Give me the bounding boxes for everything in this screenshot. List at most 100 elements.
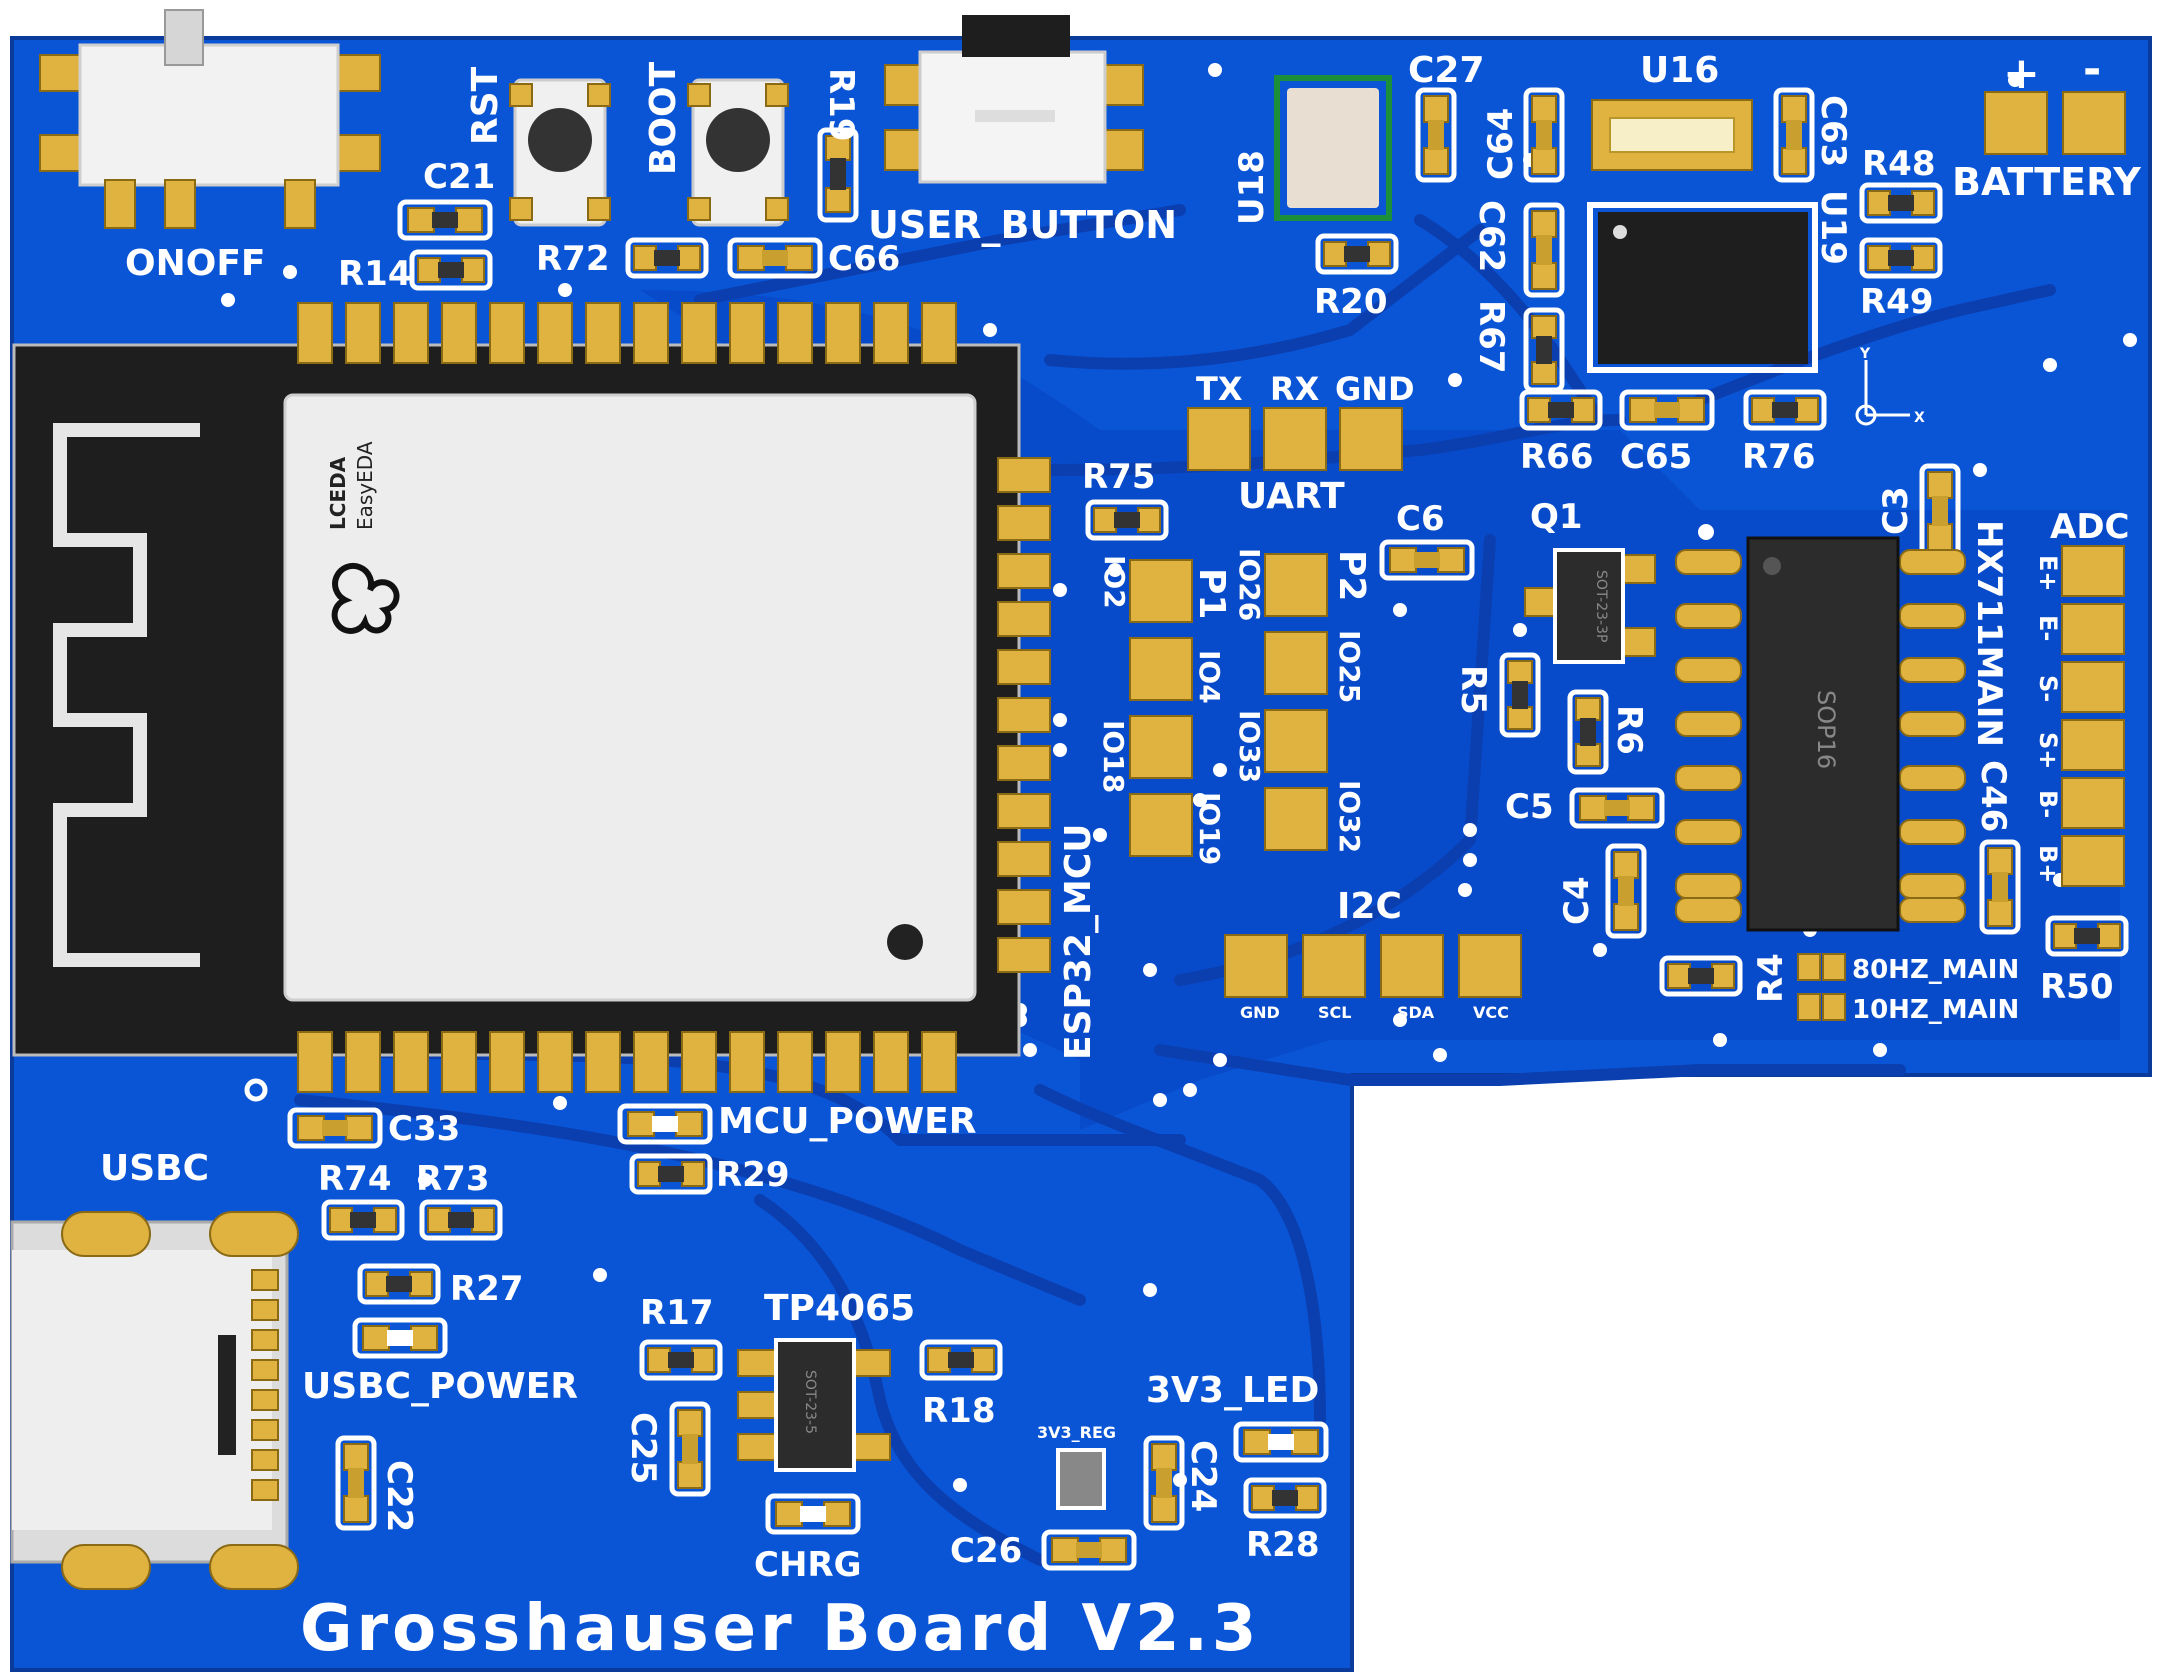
- vias: [221, 63, 2137, 1492]
- usbc-connector[interactable]: [10, 1211, 299, 1590]
- c6-label: C6: [1396, 499, 1445, 539]
- module-logo-line2: EasyEDA: [353, 441, 377, 530]
- r67-label: R67: [1471, 300, 1511, 374]
- passive-components: [287, 87, 2129, 1571]
- u18-component: [1274, 75, 1392, 221]
- esp32-module: [12, 302, 1051, 1093]
- r27-label: R27: [450, 1269, 524, 1309]
- io25-label: IO25: [1333, 630, 1366, 703]
- c65-label: C65: [1620, 437, 1692, 477]
- p1-header[interactable]: [1129, 559, 1193, 857]
- user-button[interactable]: [884, 15, 1144, 184]
- battery-plus-pad[interactable]: [1984, 91, 2048, 155]
- io4-label: IO4: [1193, 650, 1226, 704]
- module-logo-line1: LCEDA: [326, 456, 350, 530]
- u16-label: U16: [1640, 50, 1719, 91]
- io18-label: IO18: [1097, 720, 1130, 793]
- adc-header[interactable]: [2061, 545, 2125, 887]
- p1-label: P1: [1191, 568, 1232, 619]
- c4-label: C4: [1557, 876, 1597, 925]
- c21-label: C21: [423, 157, 495, 197]
- i2c-label: I2C: [1337, 886, 1402, 927]
- led3v3-label: 3V3_LED: [1146, 1370, 1319, 1411]
- tx-label: TX: [1196, 370, 1243, 408]
- r5-label: R5: [1453, 665, 1493, 715]
- battery-minus-pad[interactable]: [2062, 91, 2126, 155]
- sop16-label: SOP16: [1812, 690, 1840, 769]
- r50-label: R50: [2040, 967, 2114, 1007]
- i2c-sda-label: SDA: [1397, 1003, 1435, 1022]
- boot-button[interactable]: [687, 78, 789, 227]
- adc-b-plus-label: B+: [2034, 845, 2062, 883]
- c3-label: C3: [1876, 486, 1916, 535]
- gnd-label: GND: [1335, 370, 1415, 408]
- regulator-3v3: [1056, 1448, 1106, 1510]
- tp4065-chip: [737, 1338, 891, 1472]
- module-name-label: ESP32_MCU: [1058, 824, 1099, 1060]
- hx711-label: HX711MAIN: [1969, 520, 2009, 747]
- hx711-chip: [1675, 524, 1966, 932]
- r49-label: R49: [1860, 282, 1934, 322]
- user-button-label: USER_BUTTON: [868, 203, 1177, 247]
- hz10-label: 10HZ_MAIN: [1852, 995, 2019, 1025]
- uart-header[interactable]: [1187, 407, 1403, 471]
- uart-label: UART: [1238, 476, 1345, 517]
- c25-label: C25: [623, 1412, 663, 1484]
- battery-minus-label: -: [2083, 44, 2101, 95]
- c63-label: C63: [1813, 95, 1853, 167]
- i2c-vcc-label: VCC: [1473, 1003, 1509, 1022]
- c5-label: C5: [1505, 787, 1554, 827]
- c33-label: C33: [388, 1109, 460, 1149]
- battery-label: BATTERY: [1952, 160, 2141, 204]
- p2-header[interactable]: [1264, 553, 1328, 851]
- u19-label: U19: [1813, 190, 1853, 265]
- p2-label: P2: [1331, 550, 1372, 601]
- adc-s-minus-label: S-: [2034, 675, 2062, 702]
- io19-label: IO19: [1193, 792, 1226, 865]
- i2c-gnd-label: GND: [1240, 1003, 1280, 1022]
- onoff-label: ONOFF: [125, 243, 266, 284]
- antenna-trace: [53, 423, 200, 967]
- r20-label: R20: [1314, 282, 1388, 322]
- u16-crystal: [1591, 99, 1753, 171]
- io33-label: IO33: [1233, 710, 1266, 783]
- adc-label: ADC: [2050, 507, 2130, 547]
- hz80-label: 80HZ_MAIN: [1852, 955, 2019, 985]
- io2-label: IO2: [1098, 555, 1131, 609]
- rst-button[interactable]: [509, 78, 611, 227]
- r4-label: R4: [1751, 953, 1791, 1003]
- r18-label: R18: [922, 1391, 996, 1431]
- adc-s-plus-label: S+: [2034, 732, 2062, 769]
- axis-x-label: X: [1914, 410, 1925, 426]
- c26-label: C26: [950, 1531, 1022, 1571]
- u19-chip: [1587, 202, 1818, 373]
- r6-label: R6: [1609, 705, 1649, 755]
- r29-label: R29: [716, 1155, 790, 1195]
- fiducial-marker: [244, 1078, 268, 1102]
- usbc-power-label: USBC_POWER: [302, 1366, 578, 1407]
- onoff-switch[interactable]: [39, 9, 381, 229]
- i2c-header[interactable]: [1224, 934, 1522, 998]
- boot-label: BOOT: [643, 61, 684, 175]
- rst-label: RST: [465, 66, 506, 145]
- adc-e-plus-label: E+: [2034, 555, 2062, 592]
- io26-label: IO26: [1233, 548, 1266, 621]
- rate-jumpers[interactable]: [1797, 953, 1846, 1021]
- adc-e-minus-label: E-: [2034, 615, 2062, 641]
- q1-package-label: SOT-23-3P: [1593, 570, 1609, 642]
- q1-transistor: [1524, 548, 1656, 664]
- r73-label: R73: [416, 1159, 490, 1199]
- u18-label: U18: [1232, 150, 1272, 225]
- r28-label: R28: [1246, 1525, 1320, 1565]
- tp4065-package-label: SOT-23-5: [802, 1370, 818, 1434]
- c64-label: C64: [1481, 108, 1521, 180]
- i2c-scl-label: SCL: [1318, 1003, 1351, 1022]
- c27-label: C27: [1408, 50, 1485, 91]
- tp4065-label: TP4065: [764, 1288, 915, 1329]
- r17-label: R17: [640, 1293, 714, 1333]
- axis-y-label: Y: [1859, 346, 1871, 362]
- c62-label: C62: [1471, 200, 1511, 272]
- r76-label: R76: [1742, 437, 1816, 477]
- c22-label: C22: [379, 1460, 419, 1532]
